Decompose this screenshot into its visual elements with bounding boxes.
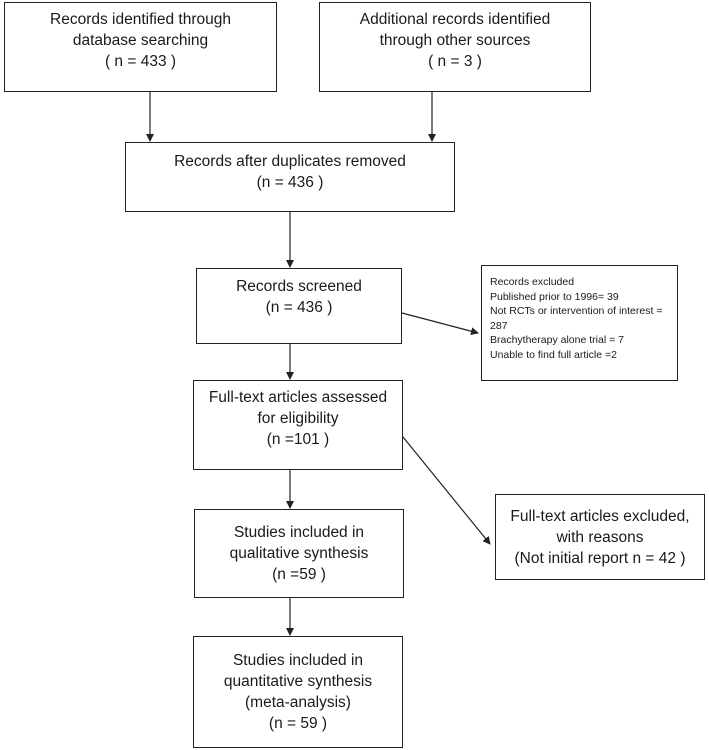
box-text-line: Records after duplicates removed — [174, 153, 406, 170]
box-text-line: ( n = 433 ) — [104, 53, 177, 70]
box-records-excluded: Records excluded Published prior to 1996… — [481, 265, 678, 381]
box-text-line: (n =101 ) — [266, 431, 330, 448]
box-text-line: ( n = 3 ) — [428, 53, 482, 70]
box-text-line: Studies included in — [232, 652, 364, 669]
box-text-line: with reasons — [556, 528, 644, 546]
box-text-line: quantitative synthesis — [223, 673, 373, 690]
box-text-line: (meta-analysis) — [245, 694, 351, 711]
box-text-line: Full-text articles assessed — [208, 389, 388, 406]
box-records-identified-other: Additional records identified through ot… — [319, 2, 591, 92]
box-records-screened: Records screened (n = 436 ) — [196, 268, 402, 344]
box-text-line: (n = 59 ) — [268, 715, 328, 732]
box-text-line: database searching — [72, 32, 209, 49]
box-text-line: Studies included in — [233, 524, 365, 541]
box-text-line: through other sources — [379, 32, 531, 49]
box-text-line: qualitative synthesis — [229, 545, 369, 562]
box-text-line: Records excluded — [490, 276, 575, 288]
box-records-identified-database: Records identified through database sear… — [4, 2, 277, 92]
box-text-line: (n =59 ) — [272, 566, 326, 583]
box-text-line: for eligibility — [257, 410, 339, 427]
box-text-line: Additional records identified — [359, 11, 551, 28]
box-text-line: (n = 436 ) — [265, 299, 333, 316]
arrow-fulltext-to-excluded — [402, 436, 491, 545]
box-fulltext-assessed: Full-text articles assessed for eligibil… — [193, 380, 403, 470]
box-text-line: Brachytherapy alone trial = 7 — [490, 334, 624, 346]
box-text-line: Full-text articles excluded, — [510, 507, 690, 525]
box-text-line: Records screened — [236, 278, 362, 295]
box-text-line: (n = 436 ) — [256, 174, 324, 191]
box-text-line: Unable to find full article =2 — [490, 348, 617, 361]
box-text-line: (Not initial report n = 42 ) — [514, 549, 686, 567]
box-fulltext-excluded: Full-text articles excluded, with reason… — [495, 494, 705, 580]
arrow-screened-to-excluded — [401, 312, 479, 336]
box-text-line: Records identified through — [50, 11, 231, 28]
box-records-after-duplicates: Records after duplicates removed (n = 43… — [125, 142, 455, 212]
box-quantitative-synthesis: Studies included in quantitative synthes… — [193, 636, 403, 748]
box-text-line: Published prior to 1996= 39 — [490, 290, 619, 303]
box-qualitative-synthesis: Studies included in qualitative synthesi… — [194, 509, 404, 598]
box-text-line: Not RCTs or intervention of interest = 2… — [490, 305, 663, 332]
